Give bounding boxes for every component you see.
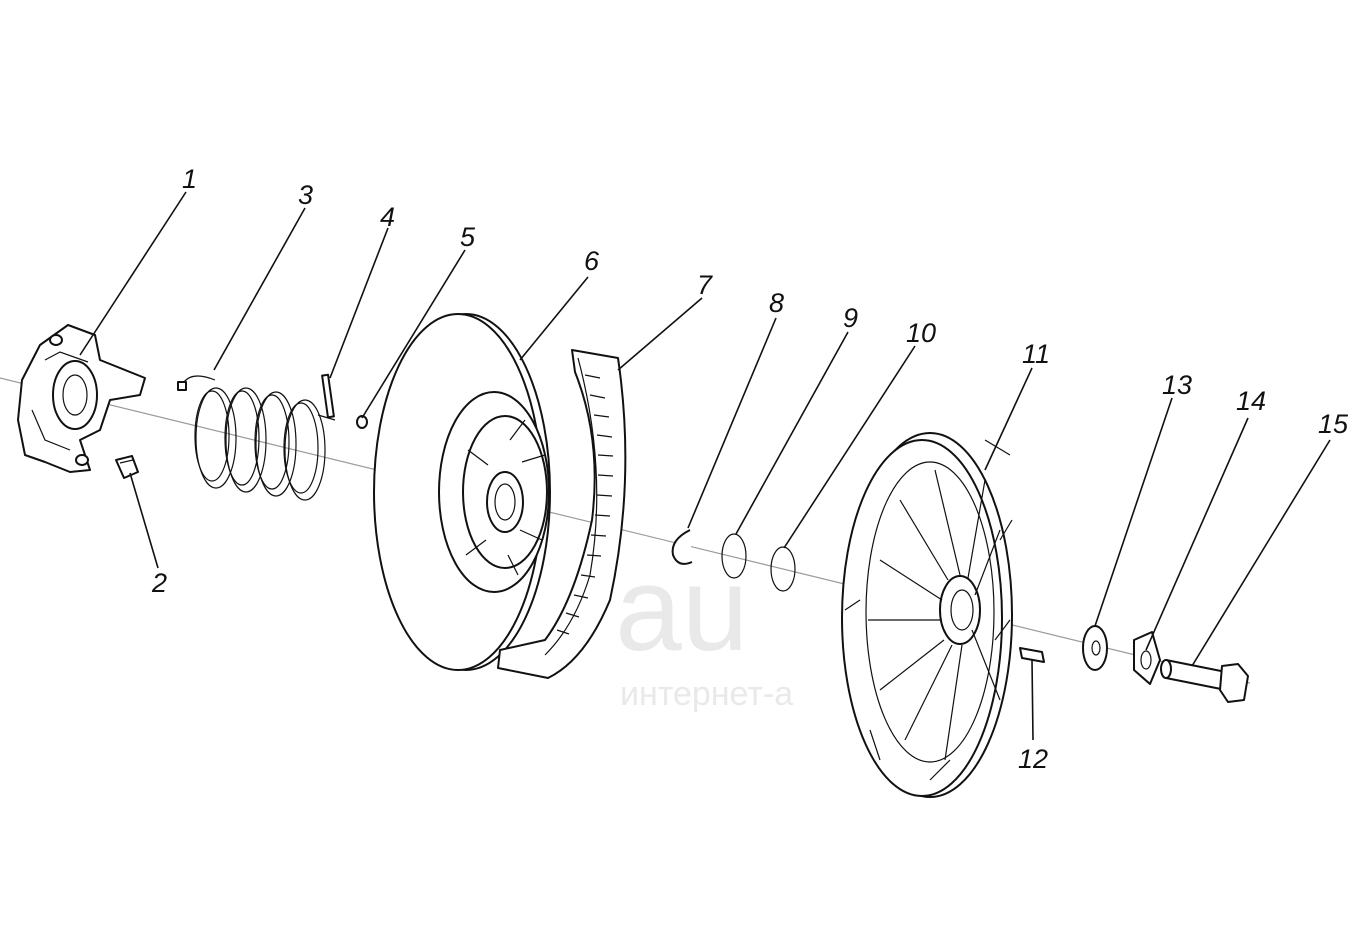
callout-7: 7: [697, 270, 713, 300]
callout-15: 15: [1318, 409, 1349, 439]
callout-1: 1: [182, 164, 197, 194]
watermark-sub: интернет-а: [620, 675, 793, 713]
callout-10: 10: [906, 318, 936, 348]
part-13-washer: [1082, 625, 1108, 671]
callout-5: 5: [460, 222, 476, 252]
callout-3: 3: [298, 180, 313, 210]
part-14-lock-washer: [1133, 631, 1161, 685]
part-5-ball: [356, 415, 368, 429]
part-9-ring: [721, 533, 747, 579]
callout-14: 14: [1236, 386, 1266, 416]
part-11-fixed-sheave: [841, 432, 1013, 798]
watermark: au интернет-а: [615, 542, 793, 713]
part-3-coil-spring: [177, 375, 336, 501]
callout-2: 2: [151, 568, 167, 598]
part-2-clip: [115, 455, 139, 479]
callout-8: 8: [769, 288, 784, 318]
callout-13: 13: [1162, 370, 1192, 400]
callout-11: 11: [1022, 339, 1050, 369]
part-10-ring: [770, 546, 796, 592]
callout-12: 12: [1018, 744, 1048, 774]
part-15-hex-bolt: [1160, 659, 1249, 703]
callout-labels: 1 2 3 4 5 6 7 8 9 10 11 12 13 14 15: [151, 164, 1349, 774]
part-12-key: [1019, 647, 1045, 663]
callout-9: 9: [843, 303, 858, 333]
assembly-axis: [0, 377, 1251, 684]
part-6-sheave-disc: [373, 313, 551, 671]
callout-6: 6: [584, 246, 600, 276]
part-4-pin: [321, 373, 335, 419]
leader-lines: [79, 191, 1331, 741]
part-1-hub-housing: [17, 324, 146, 473]
part-8-snap-ring: [671, 529, 693, 565]
part-7-toothed-segment: [497, 349, 627, 679]
callout-4: 4: [380, 202, 395, 232]
